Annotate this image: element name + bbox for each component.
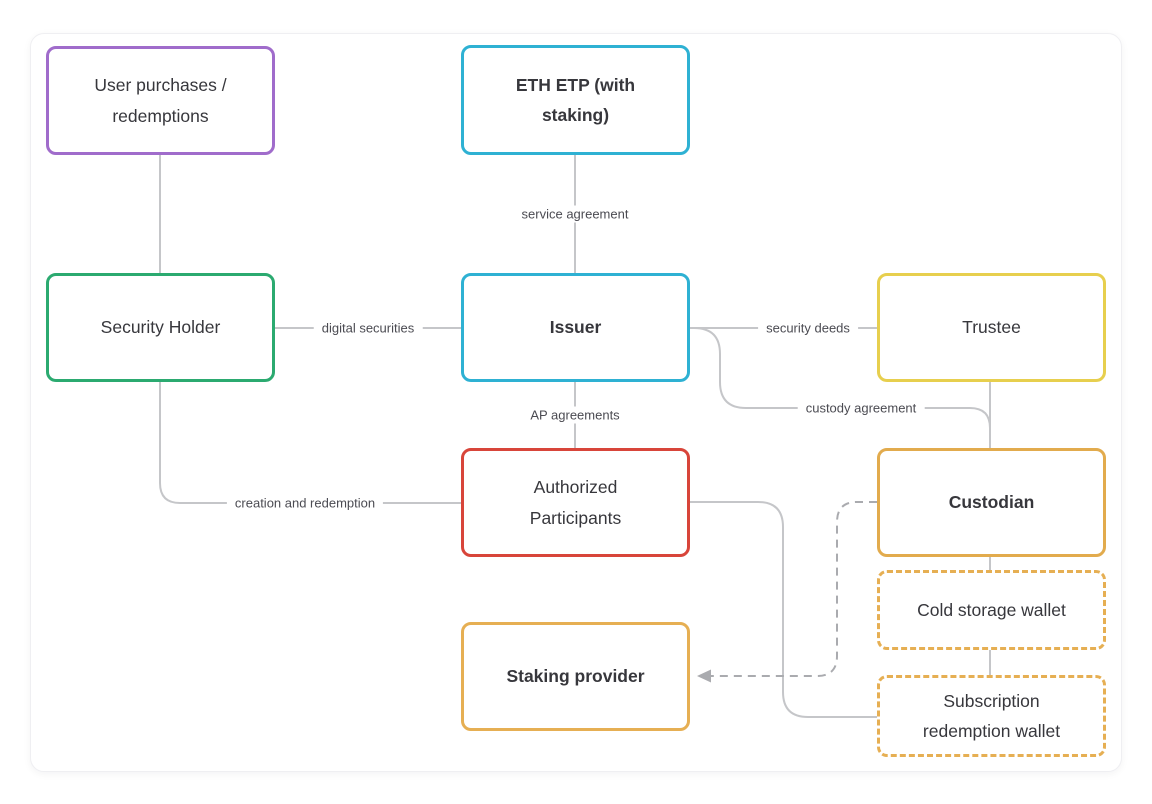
node-label: Issuer (549, 317, 602, 338)
node-subscription-redemption-wallet: Subscription redemption wallet (877, 675, 1106, 757)
node-label: Trustee (962, 317, 1021, 338)
edge-label-custody-agreement: custody agreement (797, 399, 925, 417)
edge-label-creation-and-redemption: creation and redemption (226, 494, 384, 512)
node-label: ETH ETP (with staking) (515, 74, 636, 125)
edge-label-security-deeds: security deeds (758, 319, 858, 337)
node-staking-provider: Staking provider (461, 622, 690, 731)
node-trustee: Trustee (877, 273, 1106, 382)
node-label: Subscription redemption wallet (922, 690, 1061, 741)
node-label: Staking provider (506, 666, 645, 687)
node-label: Authorized Participants (529, 477, 622, 528)
edge-label-service-agreement: service agreement (513, 205, 637, 223)
node-label: Custodian (948, 492, 1035, 513)
node-label: Security Holder (100, 317, 221, 338)
node-eth-etp-with-staking: ETH ETP (with staking) (461, 45, 690, 155)
edge-label-digital-securities: digital securities (313, 319, 423, 337)
node-authorized-participants: Authorized Participants (461, 448, 690, 557)
node-user-purchases-redemptions: User purchases / redemptions (46, 46, 275, 155)
node-security-holder: Security Holder (46, 273, 275, 382)
node-label: User purchases / redemptions (94, 75, 227, 126)
node-custodian: Custodian (877, 448, 1106, 557)
node-issuer: Issuer (461, 273, 690, 382)
node-label: Cold storage wallet (917, 599, 1066, 620)
node-cold-storage-wallet: Cold storage wallet (877, 570, 1106, 650)
edge-label-ap-agreements: AP agreements (522, 406, 628, 424)
